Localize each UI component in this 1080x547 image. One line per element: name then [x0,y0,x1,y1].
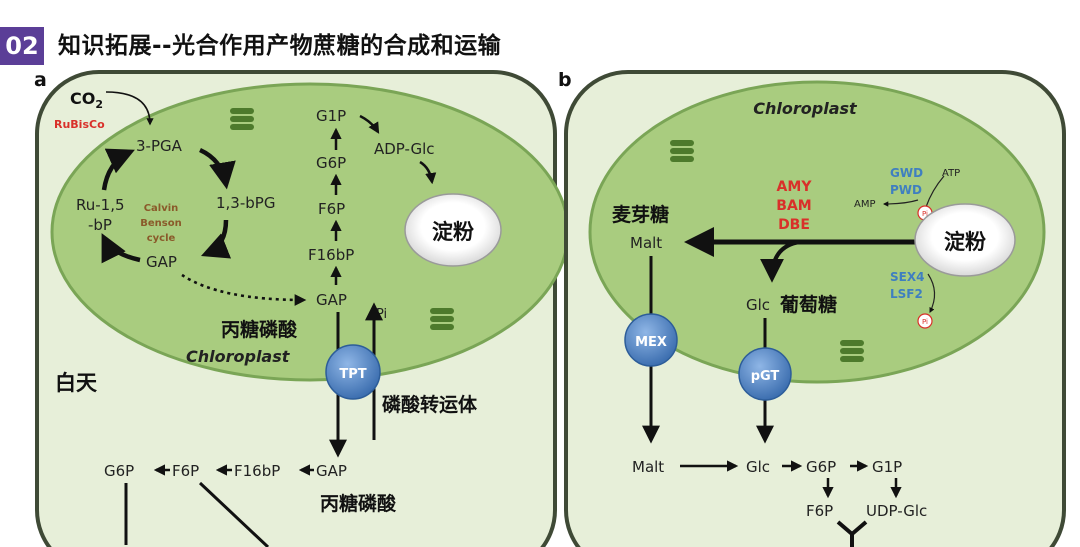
adp-glc-label: ADP-Glc [374,140,435,158]
cyto-malt-label: Malt [632,458,664,476]
cyto-g1p-label: G1P [872,458,902,476]
maltose-label: 麦芽糖 [612,203,669,226]
starch-granule-b [914,203,1016,277]
co2-label: CO2 [70,89,103,111]
f6p-diagonal-line [198,481,270,547]
cyto-f6p-label: F6P [172,462,199,480]
atp-label: ATP [942,168,960,179]
cyto-f6p-label-b: F6P [806,502,833,520]
phosphate-bottom-icon [917,313,933,329]
f16bp-label: F16bP [308,246,354,264]
glucose-label: 葡萄糖 [780,293,837,316]
cyto-udp-glc-label: UDP-Glc [866,502,927,520]
enzyme-sex4: SEX4 [890,270,924,284]
cyto-glc-label: Glc [746,458,770,476]
daytime-label: 白天 [55,371,98,395]
chloroplast-label-a: Chloroplast [186,347,291,366]
enzyme-bam: BAM [776,198,811,214]
gap-cycle-label: GAP [146,253,177,271]
arrow-g1p-adpglc [359,114,380,134]
cyto-g6p-label: G6P [104,462,134,480]
triose-phosphate-label-2: 丙糖磷酸 [320,492,397,515]
g1p-label: G1P [316,107,346,125]
tpt-transporter [325,344,381,400]
section-badge: 02 [0,27,44,65]
calvin-label-2: Benson [140,218,181,229]
enzyme-amy: AMY [777,179,813,195]
panel-a: a CO2 RuBisCo 3-PGA 1,3-bPG Ru-1,5 -bP G… [34,69,570,547]
g6p-label: G6P [316,154,346,172]
panel-a-label: a [34,69,47,91]
thylakoid-stack-a2-icon [430,308,454,330]
transporter-label: 磷酸转运体 [382,393,478,416]
calvin-label-1: Calvin [144,203,179,214]
rubp-label-2: -bP [88,216,112,234]
calvin-label-3: cycle [147,233,176,244]
mex-transporter [624,313,678,367]
sex4-arrow [927,273,936,313]
phosphate-top-text: Pi [922,210,928,218]
f6p-label: F6P [318,200,345,218]
enzyme-lsf2: LSF2 [890,287,923,301]
pga-label: 3-PGA [136,137,183,155]
cyto-f16bp-label: F16bP [234,462,280,480]
cycle-arrow-pga-bpg [199,147,236,190]
thylakoid-stack-b2-icon [840,340,864,362]
starch-label-b: 淀粉 [944,230,986,254]
cycle-arrow-bpg-gap [200,219,232,259]
mex-label: MEX [635,335,667,350]
gap-label: GAP [316,291,347,309]
sucrose-merge-lines [836,520,868,547]
enzyme-gwd: GWD [890,166,923,180]
panel-b-label: b [558,69,572,91]
co2-arrow [105,91,154,126]
thylakoid-stack-b1-icon [670,140,694,162]
panel-b: b Chloroplast AMY BAM DBE GWD PWD ATP AM… [558,69,1066,547]
rubisco-label: RuBisCo [54,118,105,131]
page-title: 知识拓展--光合作用产物蔗糖的合成和运输 [58,33,502,59]
page-header: 02 知识拓展--光合作用产物蔗糖的合成和运输 [0,0,1080,65]
bpg-label: 1,3-bPG [216,194,275,212]
phosphate-bottom-text: Pi [922,318,928,326]
arrow-adpglc-starch [419,160,437,185]
triose-phosphate-label: 丙糖磷酸 [221,318,298,341]
starch-label-a: 淀粉 [432,220,474,244]
atp-arrow [925,175,945,208]
pgt-transporter [738,347,792,401]
enzyme-pwd: PWD [890,183,922,197]
thylakoid-stack-a1-icon [230,108,254,130]
starch-granule-a [404,193,502,267]
cycle-arrow-gap-rubp [101,233,141,264]
cyto-gap-label: GAP [316,462,347,480]
enzyme-dbe: DBE [778,217,810,233]
malt-label: Malt [630,234,662,252]
amp-arrow [882,199,919,207]
cyto-g6p-label-b: G6P [806,458,836,476]
starch-to-glucose-arrow [760,240,801,283]
chloroplast-label-b: Chloroplast [753,99,858,118]
amp-label: AMP [854,199,876,210]
glc-label: Glc [746,296,770,314]
cycle-arrow-rubp-pga [101,148,135,191]
tpt-label: TPT [339,367,366,382]
rubp-label-1: Ru-1,5 [76,196,125,214]
pgt-label: pGT [751,369,780,384]
pi-label-a: Pi [376,307,387,322]
